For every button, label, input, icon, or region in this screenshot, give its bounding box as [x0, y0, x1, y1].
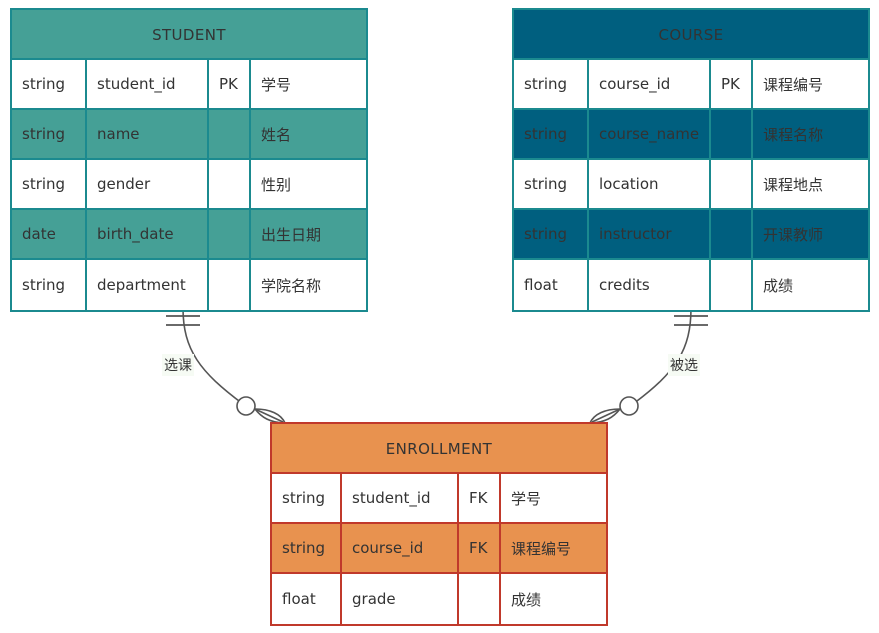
attribute-comment: 学号 [511, 489, 542, 508]
attribute-name: name [87, 110, 209, 158]
attribute-row[interactable]: string course_id FK 课程编号 [272, 524, 606, 574]
entity-enrollment[interactable]: ENROLLMENT string student_id FK 学号 strin… [270, 422, 608, 626]
attribute-key [711, 260, 753, 310]
attribute-type: string [514, 110, 589, 158]
attribute-row[interactable]: string department 学院名称 [12, 260, 366, 310]
attribute-key [209, 110, 251, 158]
attribute-comment: 出生日期 [261, 225, 322, 244]
attribute-key: FK [459, 474, 501, 522]
attribute-comment: 课程地点 [763, 175, 824, 194]
attribute-name: course_id [342, 524, 459, 572]
attribute-comment: 姓名 [261, 125, 292, 144]
attribute-row[interactable]: string name 姓名 [12, 110, 366, 160]
attribute-comment: 学院名称 [261, 276, 322, 295]
attribute-row[interactable]: date birth_date 出生日期 [12, 210, 366, 260]
relationship-label-student-enrollment: 选课 [162, 354, 194, 376]
attribute-key: FK [459, 524, 501, 572]
attribute-type: string [12, 160, 87, 208]
attribute-comment: 成绩 [763, 276, 794, 295]
attribute-row[interactable]: string gender 性别 [12, 160, 366, 210]
attribute-comment: 学号 [261, 75, 292, 94]
relationship-label-course-enrollment: 被选 [668, 354, 700, 376]
attribute-type: float [272, 574, 342, 624]
attribute-type: string [514, 160, 589, 208]
attribute-row[interactable]: float credits 成绩 [514, 260, 868, 310]
attribute-name: department [87, 260, 209, 310]
attribute-key: PK [711, 60, 753, 108]
attribute-row[interactable]: string instructor 开课教师 [514, 210, 868, 260]
attribute-row[interactable]: float grade 成绩 [272, 574, 606, 624]
attribute-comment: 开课教师 [763, 225, 824, 244]
attribute-name: location [589, 160, 711, 208]
attribute-row[interactable]: string student_id PK 学号 [12, 60, 366, 110]
attribute-comment: 课程编号 [511, 539, 572, 558]
attribute-row[interactable]: string location 课程地点 [514, 160, 868, 210]
attribute-type: string [12, 60, 87, 108]
attribute-key [459, 574, 501, 624]
attribute-name: course_id [589, 60, 711, 108]
attribute-name: birth_date [87, 210, 209, 258]
entity-title-student: STUDENT [12, 10, 366, 60]
attribute-name: grade [342, 574, 459, 624]
attribute-name: student_id [342, 474, 459, 522]
attribute-key [209, 160, 251, 208]
attribute-type: string [514, 210, 589, 258]
attribute-comment: 课程编号 [763, 75, 824, 94]
attribute-comment: 成绩 [511, 590, 542, 609]
attribute-type: string [12, 260, 87, 310]
attribute-key [209, 210, 251, 258]
attribute-comment: 课程名称 [763, 125, 824, 144]
attribute-name: course_name [589, 110, 712, 158]
attribute-comment: 性别 [261, 175, 292, 194]
attribute-type: string [272, 524, 342, 572]
entity-student[interactable]: STUDENT string student_id PK 学号 string n… [10, 8, 368, 312]
attribute-name: credits [589, 260, 711, 310]
attribute-name: student_id [87, 60, 209, 108]
attribute-row[interactable]: string course_id PK 课程编号 [514, 60, 868, 110]
attribute-type: float [514, 260, 589, 310]
attribute-key [711, 110, 754, 158]
attribute-type: string [514, 60, 589, 108]
entity-course[interactable]: COURSE string course_id PK 课程编号 string c… [512, 8, 870, 312]
attribute-name: instructor [589, 210, 711, 258]
attribute-type: string [12, 110, 87, 158]
attribute-key [209, 260, 251, 310]
attribute-type: date [12, 210, 87, 258]
attribute-key [711, 210, 753, 258]
attribute-type: string [272, 474, 342, 522]
attribute-row[interactable]: string course_name 课程名称 [514, 110, 868, 160]
entity-title-course: COURSE [514, 10, 868, 60]
attribute-key [711, 160, 753, 208]
attribute-row[interactable]: string student_id FK 学号 [272, 474, 606, 524]
entity-title-enrollment: ENROLLMENT [272, 424, 606, 474]
attribute-key: PK [209, 60, 251, 108]
attribute-name: gender [87, 160, 209, 208]
